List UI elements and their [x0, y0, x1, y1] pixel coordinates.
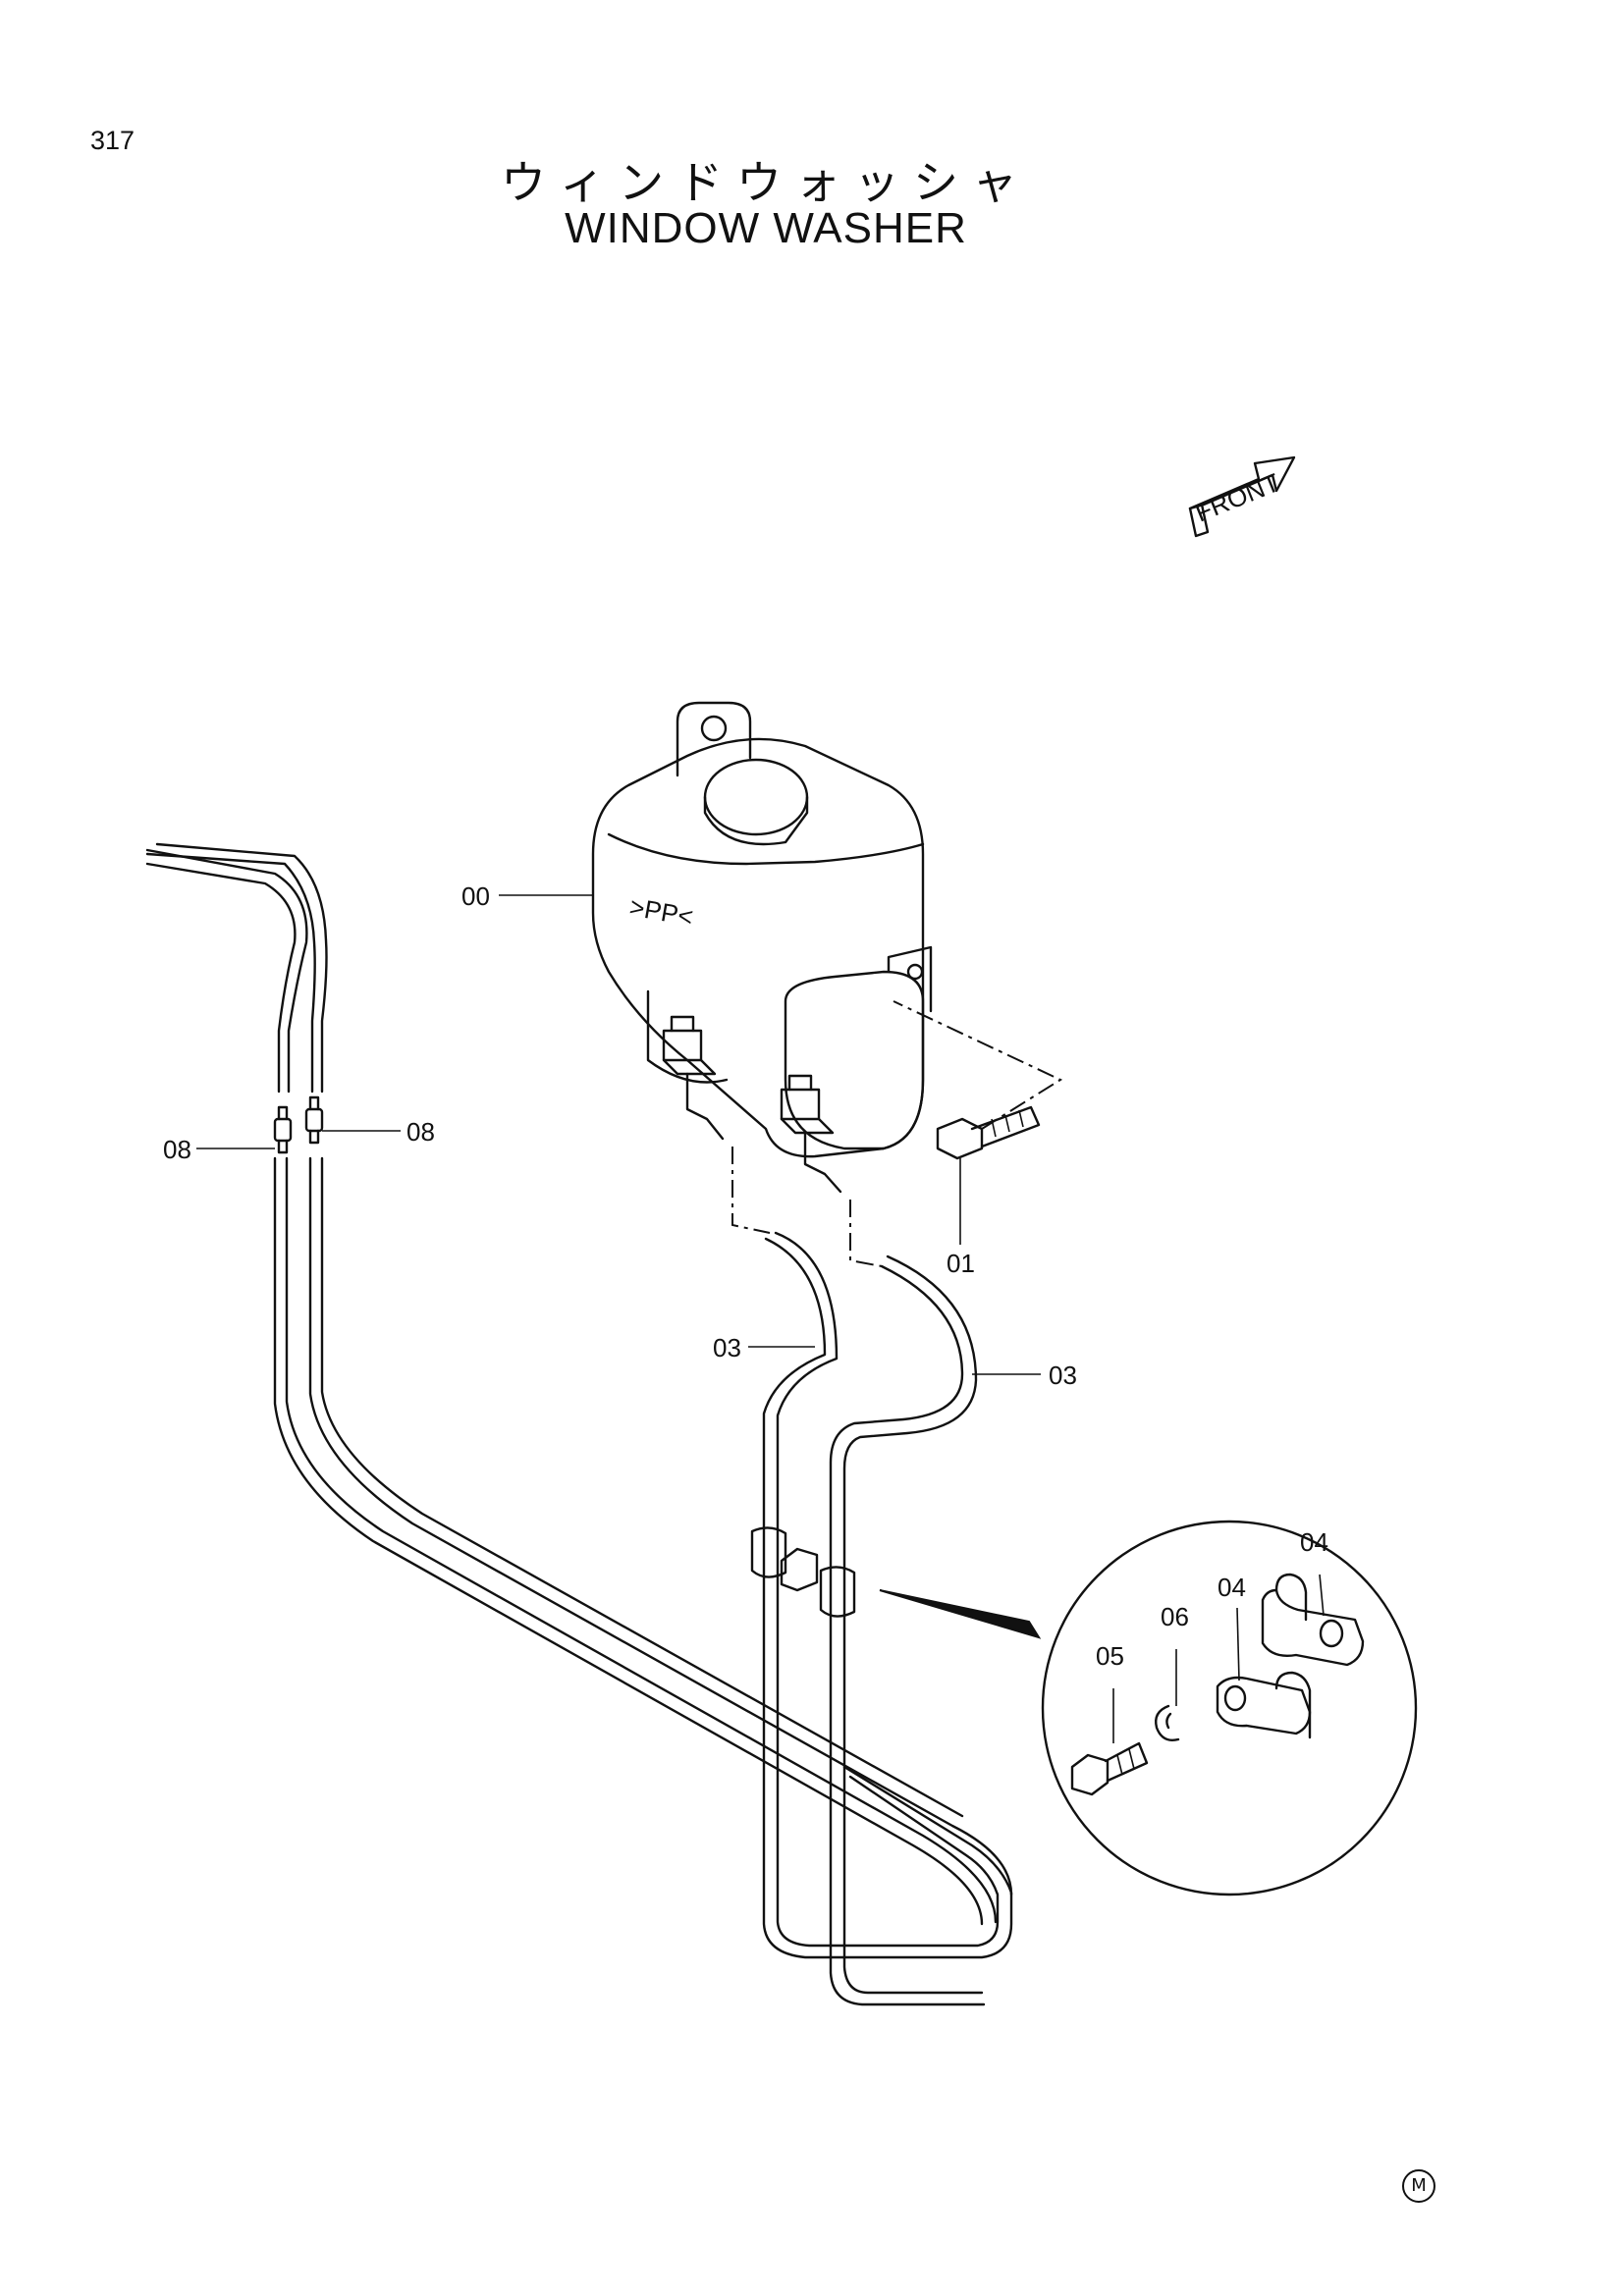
label-washer: 06 — [1161, 1602, 1189, 1631]
leader-lines — [196, 894, 1325, 1743]
label-joint-right: 08 — [406, 1117, 435, 1147]
washer-tank: >PP< — [591, 701, 933, 1158]
washer-pumps — [662, 1015, 842, 1194]
label-clamp-upper: 04 — [1300, 1527, 1328, 1557]
label-hose-left: 03 — [713, 1333, 741, 1362]
detail-view — [1041, 1520, 1418, 1896]
front-arrow-icon: FRONT — [1188, 455, 1296, 538]
label-bolt-small: 05 — [1096, 1641, 1124, 1671]
bolt-01 — [893, 1000, 1063, 1245]
label-bolt: 01 — [947, 1249, 975, 1278]
label-joint-left: 08 — [163, 1135, 191, 1164]
title-english: WINDOW WASHER — [565, 204, 967, 252]
tank-marking: >PP< — [627, 891, 695, 932]
label-tank: 00 — [461, 881, 490, 911]
tube-joints — [273, 1095, 324, 1154]
title-japanese: ウィンドウォッシャ — [501, 156, 1031, 209]
label-hose-right: 03 — [1049, 1361, 1077, 1390]
hose-connection-right — [849, 1200, 883, 1267]
hose-connection-left — [731, 1147, 771, 1234]
front-label: FRONT — [1191, 467, 1283, 527]
page-number: 317 — [90, 126, 135, 155]
footer-mark: M — [1402, 2169, 1435, 2203]
hose-clamps — [750, 1526, 856, 1618]
detail-pointer — [879, 1589, 1042, 1639]
washer-tubes-long — [145, 842, 1013, 1926]
label-clamp-lower: 04 — [1218, 1573, 1246, 1602]
